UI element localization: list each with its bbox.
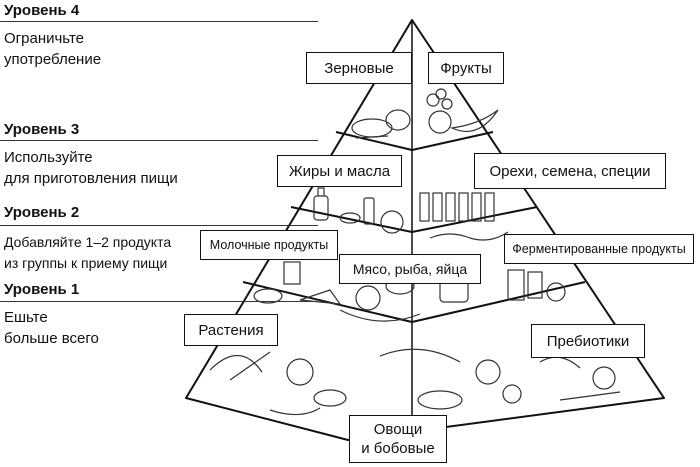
level-divider-2-1 xyxy=(242,281,586,323)
level-2-description-line-1: Добавляйте 1–2 продукта xyxy=(4,234,172,250)
level-divider-3-2 xyxy=(290,206,538,233)
nuts-seeds-spices-label: Орехи, семена, специи xyxy=(474,153,666,189)
plants-vegetables-sketch xyxy=(209,348,621,416)
level-4-underline xyxy=(0,21,318,22)
grains-label: Зерновые xyxy=(306,52,412,84)
level-4-description: Ограничьте употребление xyxy=(4,28,101,70)
level-1-description-line-1: Ешьте xyxy=(4,309,48,326)
plants-label: Растения xyxy=(184,314,278,346)
vegetables-legumes-label: Овощи и бобовые xyxy=(349,415,447,463)
level-2-title: Уровень 2 xyxy=(4,204,80,221)
level-4-title: Уровень 4 xyxy=(4,2,80,19)
dairy-label: Молочные продукты xyxy=(200,230,338,260)
vegetables-legumes-line-2: и бобовые xyxy=(361,440,435,457)
level-3-description-line-1: Используйте xyxy=(4,149,93,166)
level-4-description-line-1: Ограничьте xyxy=(4,30,84,47)
level-3-description-line-2: для приготовления пищи xyxy=(4,170,178,187)
level-1-description: Ешьте больше всего xyxy=(4,307,99,349)
level-1-title: Уровень 1 xyxy=(4,281,80,298)
vegetables-legumes-line-1: Овощи xyxy=(373,421,423,438)
level-3-underline xyxy=(0,140,318,141)
level-3-description: Используйте для приготовления пищи xyxy=(4,147,178,189)
level-1-description-line-2: больше всего xyxy=(4,330,99,347)
dairy-meat-fermented-sketch xyxy=(253,261,566,322)
pyramid-outline xyxy=(185,19,665,441)
level-4-description-line-2: употребление xyxy=(4,51,102,68)
level-2-underline xyxy=(0,225,318,226)
grains-fruits-sketch xyxy=(351,88,499,139)
fats-nuts-sketch xyxy=(313,187,509,241)
level-2-description: Добавляйте 1–2 продукта из группы к прие… xyxy=(4,232,171,274)
level-1-underline xyxy=(0,301,318,302)
fruits-label: Фрукты xyxy=(428,52,504,84)
fats-oils-label: Жиры и масла xyxy=(277,155,402,187)
meat-fish-eggs-label: Мясо, рыба, яйца xyxy=(339,254,481,284)
prebiotics-label: Пребиотики xyxy=(531,324,645,358)
fermented-label: Ферментированные продукты xyxy=(504,234,694,264)
level-2-description-line-2: из группы к приему пищи xyxy=(4,255,168,271)
level-3-title: Уровень 3 xyxy=(4,121,80,138)
